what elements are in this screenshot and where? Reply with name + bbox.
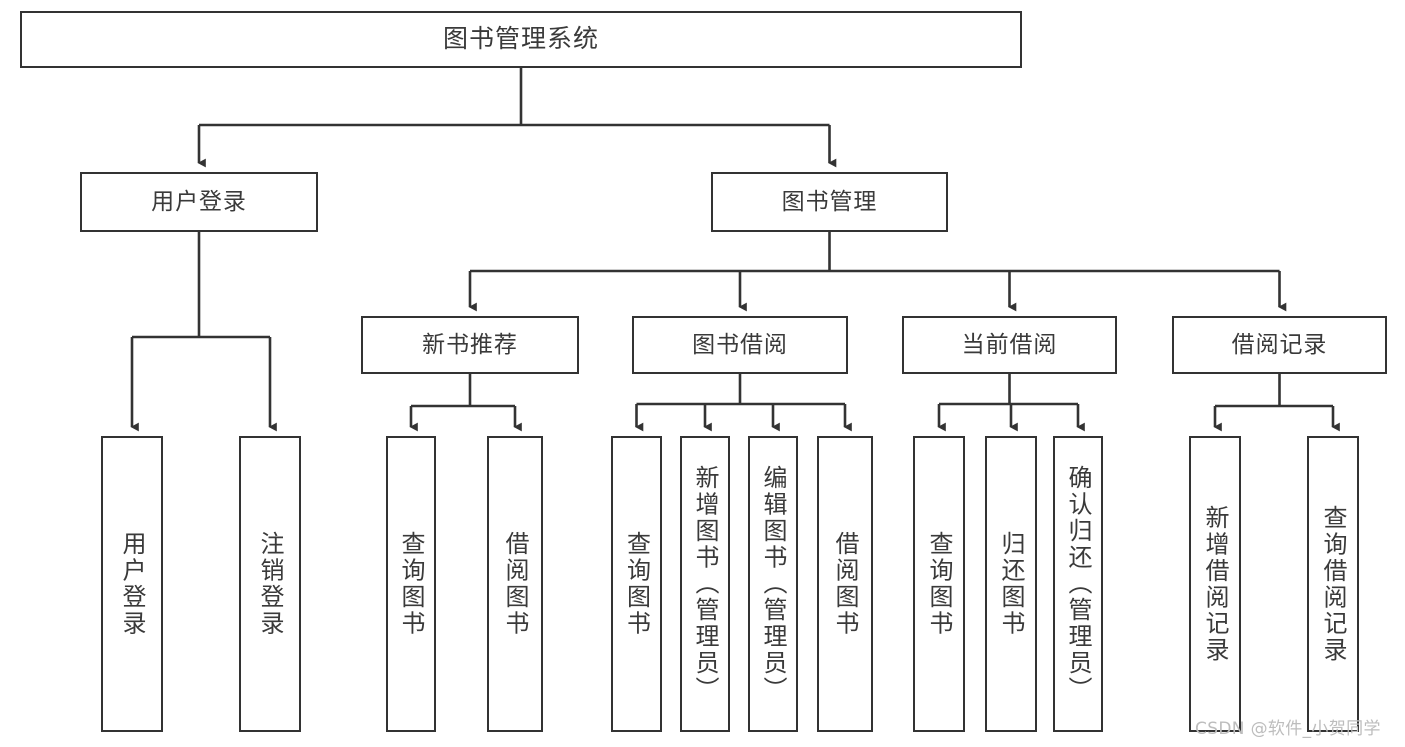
node-current-borrowing[interactable]: 当前借阅 xyxy=(902,316,1117,374)
node-user-login[interactable]: 用户登录 xyxy=(80,172,318,232)
node-label: 新书推荐 xyxy=(422,331,518,358)
leaf-edit-book-admin[interactable]: 编辑图书（管理员） xyxy=(748,436,798,732)
node-label: 借阅记录 xyxy=(1231,331,1328,358)
node-label: 图书借阅 xyxy=(692,331,788,358)
node-borrowing-records[interactable]: 借阅记录 xyxy=(1172,316,1387,374)
leaf-query-books-current[interactable]: 查询图书 xyxy=(913,436,965,732)
leaf-query-books-borrowing[interactable]: 查询图书 xyxy=(611,436,662,732)
node-label: 新增借阅记录 xyxy=(1201,504,1229,664)
leaf-user-login[interactable]: 用户登录 xyxy=(101,436,163,732)
leaf-borrow-books-borrowing[interactable]: 借阅图书 xyxy=(817,436,873,732)
node-label: 查询图书 xyxy=(622,531,651,637)
node-label: 图书管理 xyxy=(781,188,878,215)
node-label: 新增图书（管理员） xyxy=(691,465,719,703)
node-label: 借阅图书 xyxy=(831,531,859,637)
leaf-borrow-books-recommend[interactable]: 借阅图书 xyxy=(487,436,543,732)
node-label: 归还图书 xyxy=(997,531,1025,637)
leaf-logout[interactable]: 注销登录 xyxy=(239,436,301,732)
node-book-borrowing[interactable]: 图书借阅 xyxy=(632,316,848,374)
node-label: 编辑图书（管理员） xyxy=(759,465,787,703)
node-book-management[interactable]: 图书管理 xyxy=(711,172,948,232)
node-label: 图书管理系统 xyxy=(442,24,599,54)
csdn-watermark: CSDN @软件_小贺同学 xyxy=(1195,719,1381,739)
leaf-query-books-recommend[interactable]: 查询图书 xyxy=(386,436,436,732)
node-root-book-management-system[interactable]: 图书管理系统 xyxy=(20,11,1022,68)
node-label: 用户登录 xyxy=(151,188,247,215)
node-new-book-recommendation[interactable]: 新书推荐 xyxy=(361,316,579,374)
leaf-query-borrow-record[interactable]: 查询借阅记录 xyxy=(1307,436,1359,732)
node-label: 注销登录 xyxy=(256,531,284,637)
node-label: 当前借阅 xyxy=(961,331,1058,358)
leaf-add-borrow-record[interactable]: 新增借阅记录 xyxy=(1189,436,1241,732)
node-label: 确认归还（管理员） xyxy=(1064,465,1092,703)
leaf-add-book-admin[interactable]: 新增图书（管理员） xyxy=(680,436,730,732)
node-label: 查询图书 xyxy=(397,531,425,637)
leaf-return-books[interactable]: 归还图书 xyxy=(985,436,1037,732)
node-label: 借阅图书 xyxy=(501,531,529,637)
node-label: 查询图书 xyxy=(925,531,953,637)
node-label: 查询借阅记录 xyxy=(1319,504,1347,664)
leaf-confirm-return-admin[interactable]: 确认归还（管理员） xyxy=(1053,436,1103,732)
node-label: 用户登录 xyxy=(118,531,146,637)
